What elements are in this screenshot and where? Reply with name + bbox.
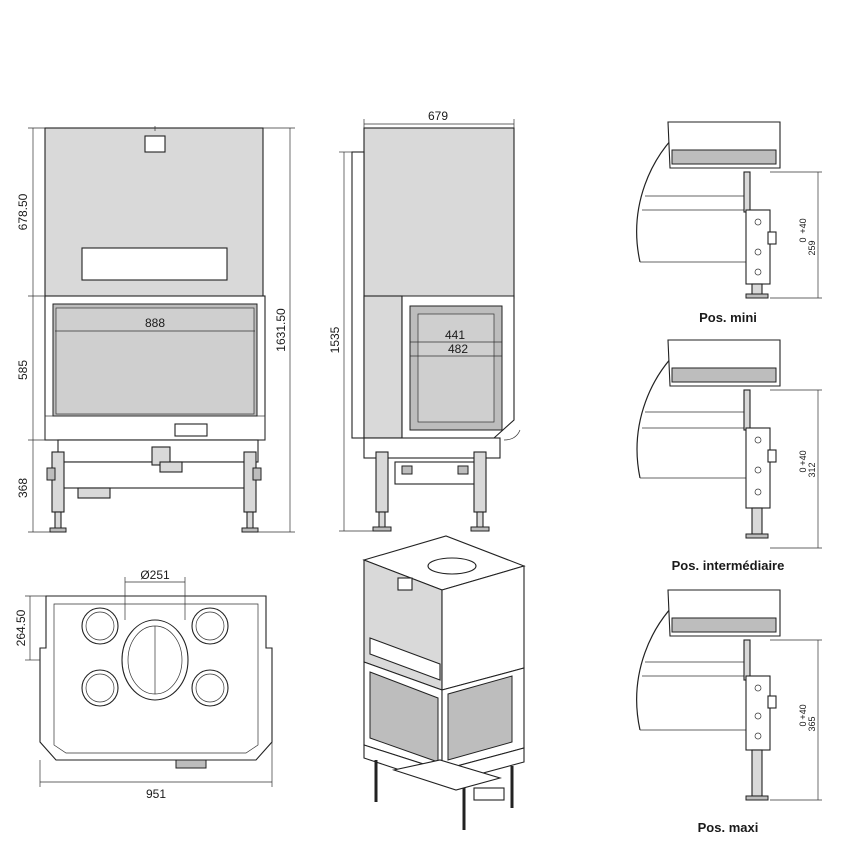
front-handle bbox=[174, 423, 208, 437]
maxi-caption: Pos. maxi bbox=[698, 820, 759, 835]
top-port-4 bbox=[191, 669, 229, 707]
mini-height: 259 bbox=[807, 240, 817, 255]
intermediaire-height: 312 bbox=[807, 462, 817, 477]
mini-range-top: +40 bbox=[798, 218, 808, 233]
side-view: 679 1535 441 482 bbox=[328, 109, 521, 532]
intermediaire-caption: Pos. intermédiaire bbox=[672, 558, 785, 573]
front-leg-right bbox=[243, 451, 257, 513]
top-width-label: 951 bbox=[146, 787, 166, 801]
side-hood bbox=[363, 127, 515, 299]
position-detail-mini: +40 0 259 Pos. mini bbox=[636, 121, 822, 325]
top-flue-diameter-label: Ø251 bbox=[140, 568, 170, 582]
front-hood-grille bbox=[81, 247, 228, 281]
front-leg-left bbox=[51, 451, 65, 513]
side-leg-back bbox=[375, 451, 389, 513]
front-door-height-label: 585 bbox=[16, 360, 30, 380]
top-port-1 bbox=[81, 607, 119, 645]
front-hood-vent bbox=[144, 135, 166, 153]
intermediaire-range-zero: 0 bbox=[798, 467, 808, 472]
side-inner-2-label: 482 bbox=[448, 342, 468, 356]
front-hood-height-label: 678.50 bbox=[16, 193, 30, 230]
position-detail-intermediaire: +40 0 312 Pos. intermédiaire bbox=[636, 339, 822, 573]
top-depth-label: 264.50 bbox=[14, 609, 28, 646]
top-view: Ø251 264.50 951 bbox=[14, 568, 273, 801]
front-legs-height-label: 368 bbox=[16, 478, 30, 498]
side-leg-front bbox=[473, 451, 487, 513]
side-height-label: 1535 bbox=[328, 326, 342, 353]
side-depth-label: 679 bbox=[428, 109, 448, 123]
position-detail-maxi: +40 0 365 Pos. maxi bbox=[636, 589, 822, 835]
front-width-label: 888 bbox=[145, 316, 165, 330]
maxi-height: 365 bbox=[807, 716, 817, 731]
mini-range-zero: 0 bbox=[798, 237, 808, 242]
side-back-panel bbox=[351, 151, 365, 439]
top-port-3 bbox=[81, 669, 119, 707]
front-total-height-label: 1631.50 bbox=[274, 308, 288, 352]
mini-caption: Pos. mini bbox=[699, 310, 757, 325]
maxi-range-zero: 0 bbox=[798, 721, 808, 726]
position-details: +40 0 259 Pos. mini +40 0 312 bbox=[636, 121, 822, 835]
front-view: 678.50 585 368 1631.50 888 bbox=[16, 126, 295, 533]
top-port-2 bbox=[191, 607, 229, 645]
side-inner-1-label: 441 bbox=[445, 328, 465, 342]
intermediaire-range-top: +40 bbox=[798, 450, 808, 465]
maxi-range-top: +40 bbox=[798, 704, 808, 719]
perspective-view bbox=[362, 535, 526, 830]
